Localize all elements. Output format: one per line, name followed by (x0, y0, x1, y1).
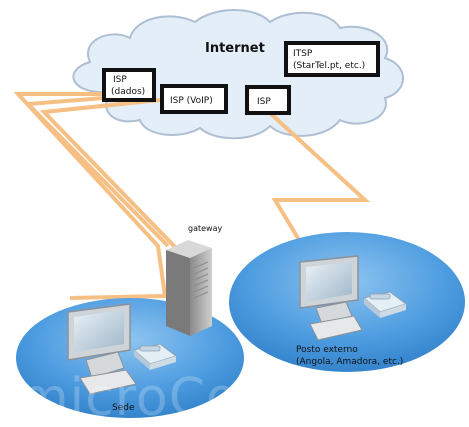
link-isp-dados-to-gateway-a (23, 96, 170, 248)
link-isp-dados-to-sede (13, 92, 168, 300)
sede-label: Sede (112, 403, 135, 413)
link-isp-to-posto (268, 111, 371, 260)
internet-title: Internet (205, 41, 265, 56)
posto-label-line2: (Angola, Amadora, etc.) (296, 357, 403, 367)
posto-label-line1: Posto externo (296, 345, 358, 355)
gateway-server-icon (166, 240, 212, 336)
posto-phone-icon (362, 291, 408, 318)
isp-dados-label-line1: ISP (113, 75, 127, 85)
link-isp-voip-to-gateway (39, 98, 180, 252)
itsp-label-line1: ITSP (293, 49, 313, 59)
sede-computer-icon (67, 303, 137, 395)
watermark-text: microCortex (18, 368, 346, 427)
isp-voip-box: ISP (VoIP) (160, 84, 228, 114)
posto-computer-icon (299, 255, 363, 341)
sede-phone-icon (132, 343, 178, 370)
network-links (13, 92, 371, 300)
isp-voip-label: ISP (VoIP) (170, 96, 213, 106)
gateway-label: gateway (188, 224, 222, 233)
isp-dados-label-line2: (dados) (111, 87, 145, 97)
isp-dados-box: ISP (dados) (102, 68, 156, 102)
isp-label: ISP (257, 97, 271, 107)
itsp-label-line2: (StarTel.pt, etc.) (293, 61, 365, 71)
itsp-box: ITSP (StarTel.pt, etc.) (284, 41, 380, 77)
isp-box: ISP (245, 85, 291, 115)
